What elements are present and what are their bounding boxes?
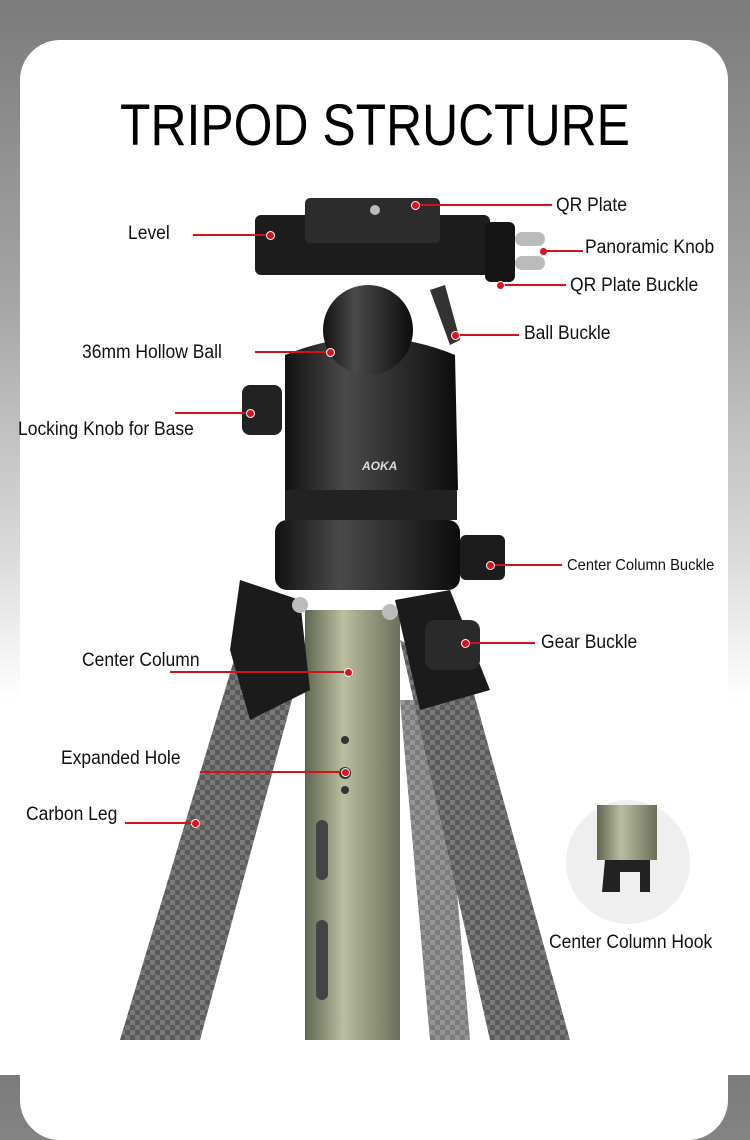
leg-hinge-left [230,580,310,720]
qr-plate-buckle-marker [496,281,505,290]
qr-plate-marker [411,201,420,210]
locking-knob [242,385,282,435]
hollow-ball-leader [255,351,330,353]
center-column-buckle-marker [486,561,495,570]
center-column-hook [602,860,650,892]
ball-buckle-leader [455,334,519,336]
level-marker [266,231,275,240]
hollow-ball-marker [326,348,335,357]
label-carbon-leg: Carbon Leg [26,804,118,825]
carbon-leg-leader [125,822,195,824]
qr-plate-leader [415,204,552,206]
label-panoramic-knob: Panoramic Knob [585,237,715,258]
ball-buckle [430,285,460,345]
locking-knob-leader [175,412,250,414]
label-expanded-hole: Expanded Hole [61,748,181,769]
expanded-hole-leader [200,771,345,773]
label-hollow-ball: 36mm Hollow Ball [82,342,222,363]
hollow-ball [323,285,413,375]
ball-head-body [285,337,458,490]
center-column-buckle [460,535,505,580]
carbon-leg-left [120,640,300,1040]
level-leader [193,234,270,236]
expanded-hole-marker [341,768,350,777]
label-level: Level [128,223,170,244]
center-column-leader [170,671,348,673]
carbon-leg-marker [191,819,200,828]
label-center-column-buckle: Center Column Buckle [567,557,715,574]
gear-buckle-marker [461,639,470,648]
gear-buckle [425,620,480,670]
label-center-column-hook: Center Column Hook [549,932,713,953]
ball-buckle-marker [451,331,460,340]
label-qr-plate: QR Plate [556,195,627,216]
panoramic-knob [485,222,515,282]
center-column-buckle-leader [490,564,562,566]
qr-plate-buckle-leader [500,284,566,286]
gear-buckle-leader [465,642,535,644]
base-ring [275,520,460,590]
locking-knob-marker [246,409,255,418]
tripod-illustration: AOKA [120,198,690,1040]
panoramic-knob-leader [545,250,583,252]
page-title: TRIPOD STRUCTURE [120,93,630,158]
center-column-marker [344,668,353,677]
label-gear-buckle: Gear Buckle [541,632,638,653]
label-ball-buckle: Ball Buckle [524,323,611,344]
brand-logo: AOKA [361,459,397,473]
qr-plate [305,198,440,243]
carbon-leg-back [400,700,470,1040]
label-center-column: Center Column [82,650,200,671]
label-qr-plate-buckle: QR Plate Buckle [570,275,699,296]
label-locking-knob: Locking Knob for Base [18,419,194,440]
